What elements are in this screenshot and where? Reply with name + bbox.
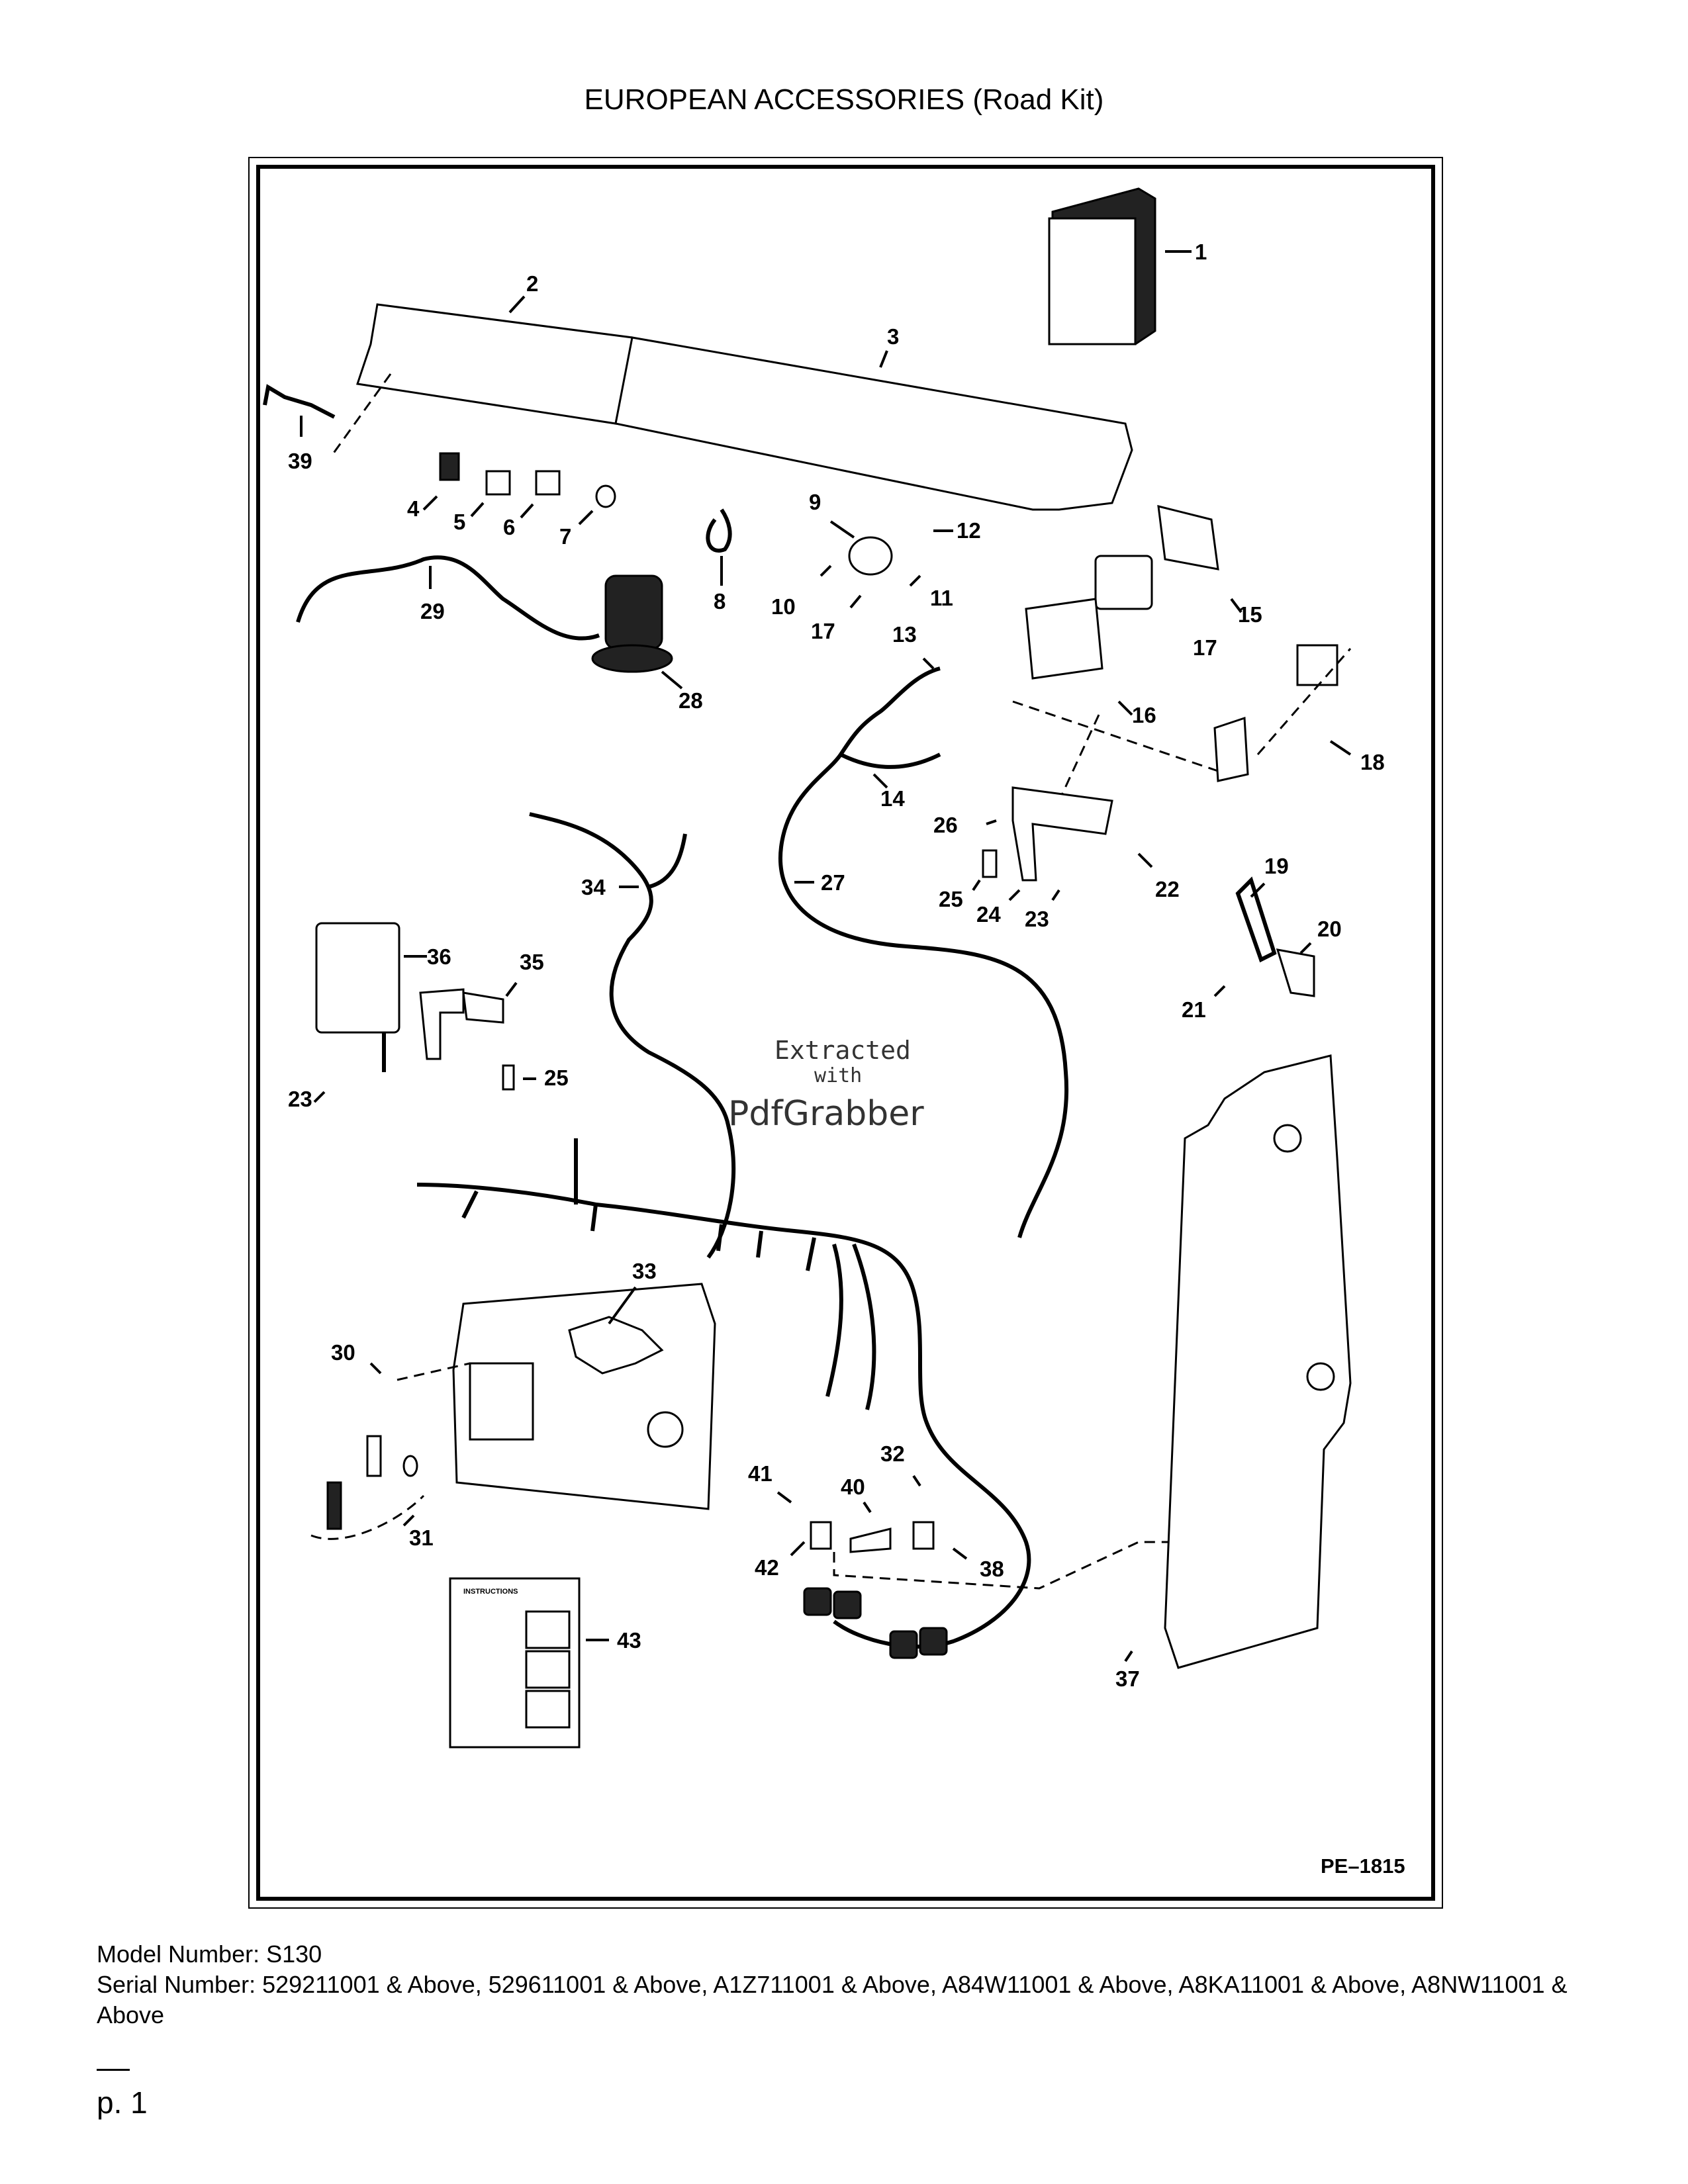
part-31-switch <box>310 1435 425 1540</box>
callout-26: 26 <box>933 813 958 837</box>
callout-5: 5 <box>453 510 465 534</box>
callout-6: 6 <box>503 515 515 539</box>
callout-21: 21 <box>1182 997 1206 1022</box>
page-number: p. 1 <box>97 2085 148 2120</box>
callout-43: 43 <box>617 1628 641 1653</box>
callout-36: 36 <box>427 944 451 969</box>
part-28-beacon <box>591 574 683 690</box>
parts-19-21-arm <box>1213 876 1315 997</box>
callout-31: 31 <box>409 1525 434 1550</box>
callout-19: 19 <box>1264 854 1289 878</box>
watermark-line-3: PdfGrabber <box>728 1094 924 1134</box>
callout-39: 39 <box>288 449 312 473</box>
figure-reference: PE–1815 <box>1321 1854 1405 1878</box>
callout-40: 40 <box>841 1475 865 1499</box>
watermark-line-1: Extracted <box>774 1036 911 1065</box>
callout-37: 37 <box>1115 1666 1140 1691</box>
callout-38: 38 <box>980 1557 1004 1581</box>
callout-16: 16 <box>1132 703 1156 727</box>
part-43-instructions: INSTRUCTIONS <box>449 1577 609 1749</box>
parts-15-18-lights <box>1012 505 1352 801</box>
watermark: Extracted with PdfGrabber <box>728 1036 924 1134</box>
part-29-harness <box>296 555 600 641</box>
callout-29: 29 <box>420 599 445 623</box>
callout-11: 11 <box>930 586 953 610</box>
part-37-upright <box>1124 1054 1352 1669</box>
callout-28: 28 <box>679 688 703 713</box>
page-rule <box>97 2069 130 2071</box>
watermark-line-2: with <box>814 1064 862 1087</box>
diagram-frame-inner <box>256 165 1435 1901</box>
parts-4-7-switches <box>422 452 616 525</box>
callout-25a: 25 <box>939 887 963 911</box>
part-2-3-panels <box>330 295 1133 511</box>
callout-24: 24 <box>976 902 1001 927</box>
callout-3: 3 <box>887 324 899 349</box>
parts-diagram: Extracted with PdfGrabber <box>263 187 1405 1878</box>
callout-25b: 25 <box>544 1066 569 1090</box>
callout-18: 18 <box>1360 750 1385 774</box>
parts-35-36-mirror <box>313 922 536 1103</box>
model-number: Model Number: S130 <box>97 1940 322 1968</box>
callout-13: 13 <box>892 622 917 647</box>
callout-20: 20 <box>1317 917 1342 941</box>
callout-17a: 17 <box>811 619 835 643</box>
callout-42: 42 <box>755 1555 779 1580</box>
callout-9: 9 <box>809 490 821 514</box>
callout-33: 33 <box>632 1259 657 1283</box>
callout-22: 22 <box>1155 877 1180 901</box>
page-title: EUROPEAN ACCESSORIES (Road Kit) <box>584 83 1104 116</box>
harness-connectors <box>803 1587 948 1659</box>
serial-numbers: Serial Number: 529211001 & Above, 529611… <box>97 1971 1568 2028</box>
part-8-strap <box>706 508 732 586</box>
parts-9-12-horn <box>820 520 953 609</box>
parts-22-26-bracket <box>972 786 1153 901</box>
callout-8: 8 <box>714 589 726 614</box>
callout-23a: 23 <box>1025 907 1049 931</box>
callout-7: 7 <box>559 524 571 549</box>
callout-23b: 23 <box>288 1087 312 1111</box>
diagram-frame-outer <box>248 157 1443 1909</box>
callout-4: 4 <box>407 496 420 521</box>
dash-harness <box>416 1138 1031 1649</box>
callout-1: 1 <box>1195 240 1207 264</box>
part-39 <box>263 384 336 437</box>
callout-34: 34 <box>581 875 606 899</box>
parts-13-14-27-harness <box>778 657 1069 1238</box>
callout-32: 32 <box>880 1441 905 1466</box>
callout-14: 14 <box>880 786 905 811</box>
part-1-box <box>1048 187 1192 345</box>
callout-2: 2 <box>526 271 538 296</box>
instructions-heading: INSTRUCTIONS <box>463 1588 518 1596</box>
callout-30: 30 <box>331 1340 355 1365</box>
callout-27: 27 <box>821 870 845 895</box>
callout-17b: 17 <box>1193 635 1217 660</box>
callout-41: 41 <box>748 1461 773 1486</box>
part-34-harness <box>529 812 736 1259</box>
callout-12: 12 <box>957 518 981 543</box>
callout-35: 35 <box>520 950 544 974</box>
callout-labels: 1 2 3 4 5 6 7 8 9 10 11 12 13 14 15 16 1… <box>288 240 1385 1691</box>
callout-15: 15 <box>1238 602 1262 627</box>
parts-30-33-dash-panel <box>369 1283 716 1510</box>
callout-10: 10 <box>771 594 796 619</box>
parts-32-42-relays <box>776 1475 1185 1590</box>
